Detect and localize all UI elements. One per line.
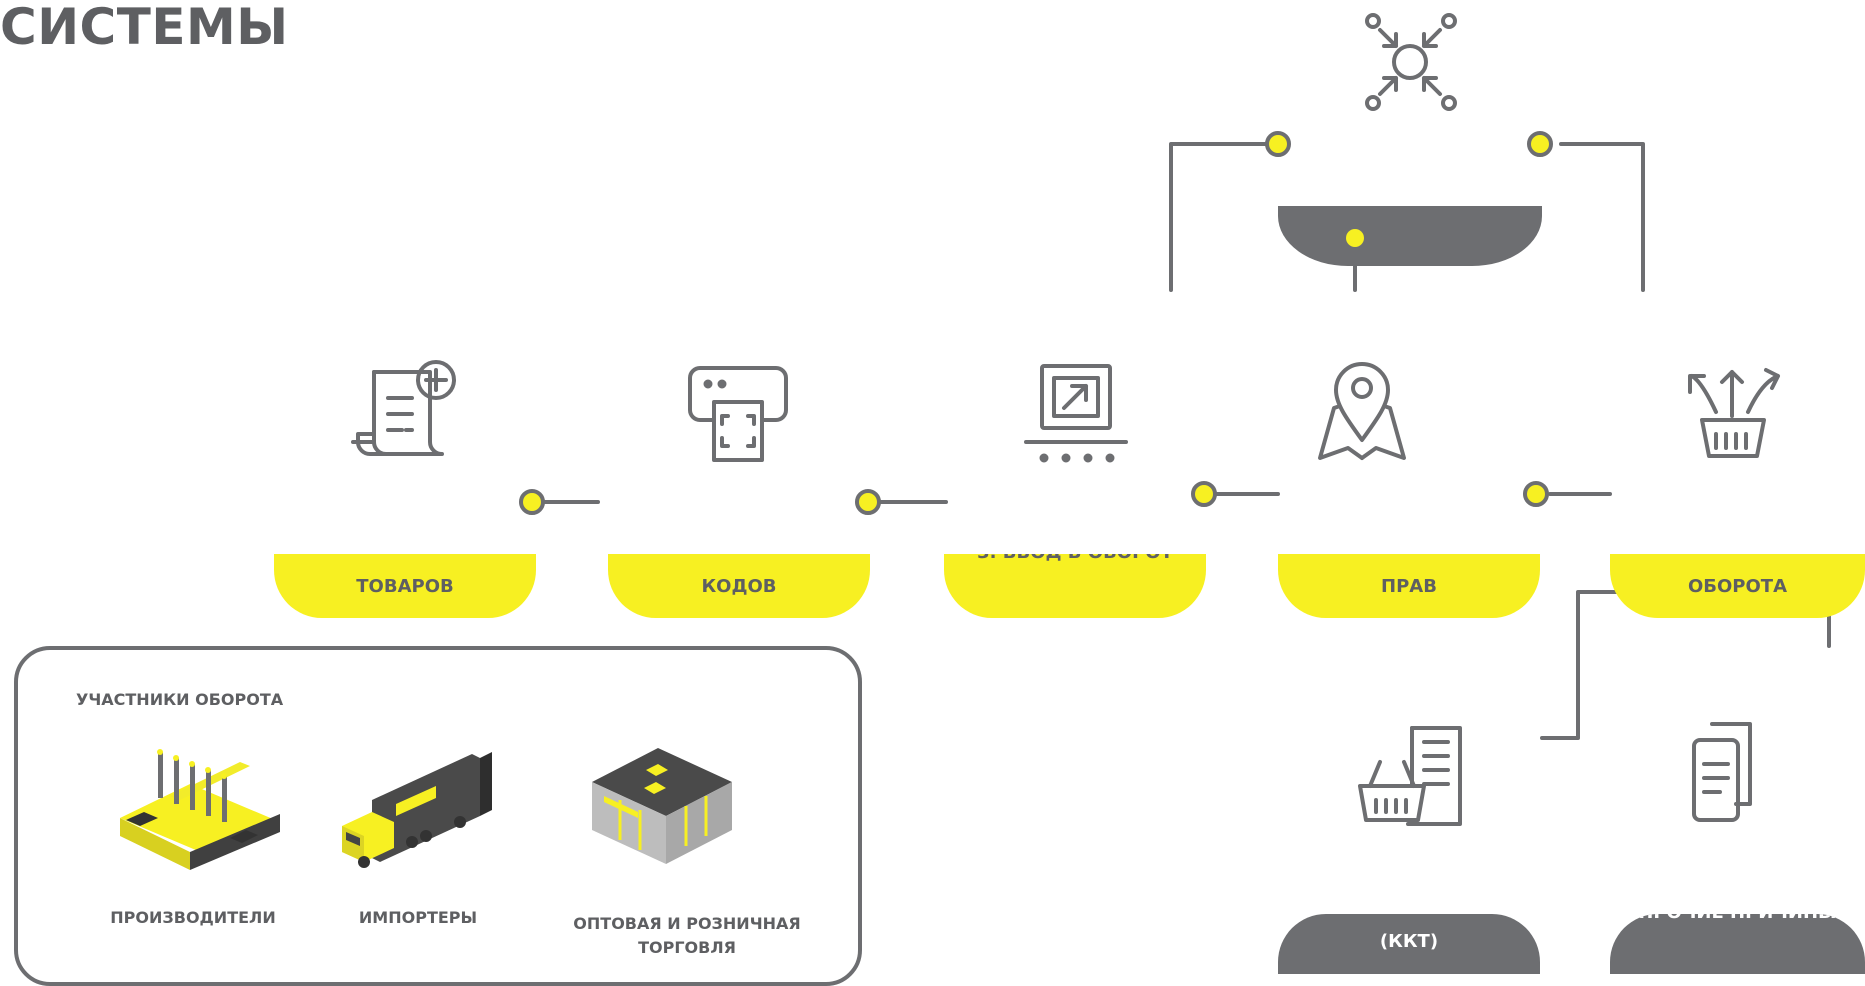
participant-label-importers: ИМПОРТЕРЫ — [358, 908, 478, 927]
step-label-4: ПРАВ — [1381, 575, 1437, 597]
step-label-3: 3. ВВОД В ОБОРОТ — [944, 554, 1206, 563]
step-pill-2: КОДОВ — [608, 554, 870, 618]
step-pill-3: 3. ВВОД В ОБОРОТ — [944, 554, 1206, 618]
participants-panel: УЧАСТНИКИ ОБОРОТА ПРОИЗВОДИТЕЛИ ИМПОРТЕР… — [14, 646, 862, 986]
truck-icon — [342, 752, 492, 868]
basket-out-arrows-icon — [1688, 368, 1780, 458]
step-pill-5: ОБОРОТА — [1610, 554, 1865, 618]
step-pill-4: ПРАВ — [1278, 554, 1540, 618]
participant-label-trade: ОПТОВАЯ И РОЗНИЧНАЯ ТОРГОВЛЯ — [573, 914, 801, 957]
step-label-2: КОДОВ — [701, 575, 777, 597]
bottom-label-other: ПРОЧИЕ ПРИЧИНЫ — [1610, 914, 1865, 923]
label-printer-icon — [688, 366, 788, 462]
network-hub-icon — [1365, 13, 1457, 111]
bottom-pill-other: ПРОЧИЕ ПРИЧИНЫ — [1610, 914, 1865, 974]
participants-title: УЧАСТНИКИ ОБОРОТА — [76, 690, 284, 709]
step-label-1: ТОВАРОВ — [356, 575, 454, 597]
hub-dot — [1346, 229, 1364, 247]
page-title: СИСТЕМЫ — [0, 0, 289, 56]
participant-label-producers: ПРОИЗВОДИТЕЛИ — [110, 908, 276, 927]
map-pin-icon — [1318, 362, 1406, 460]
step-pill-1: ТОВАРОВ — [274, 554, 536, 618]
hub-bowl — [1278, 206, 1542, 266]
document-plus-icon — [351, 360, 456, 456]
bottom-label-kkt: (ККТ) — [1379, 930, 1439, 952]
step-label-5: ОБОРОТА — [1687, 575, 1788, 597]
documents-icon — [1692, 722, 1752, 822]
step-connector-lines — [540, 492, 1612, 504]
factory-icon — [120, 749, 280, 870]
bottom-pill-kkt: (ККТ) — [1278, 914, 1540, 974]
conveyor-arrow-icon — [1024, 364, 1128, 463]
basket-receipt-icon — [1358, 726, 1462, 826]
warehouse-icon — [592, 748, 732, 864]
